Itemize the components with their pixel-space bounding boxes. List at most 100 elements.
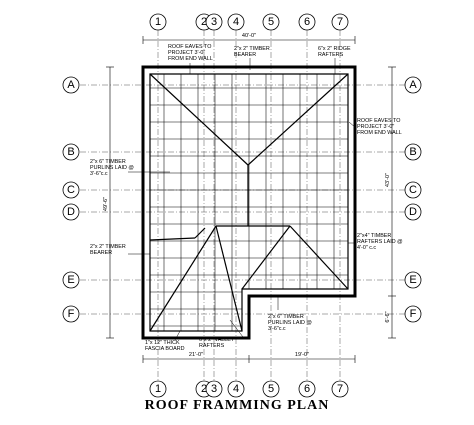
svg-text:FASCIA BOARD: FASCIA BOARD (145, 346, 185, 352)
note-rafters-right: 2"x4" TIMBER RAFTERS LAID @ 4'-0" c.c (357, 233, 403, 251)
svg-text:2: 2 (201, 16, 207, 28)
svg-text:C: C (67, 184, 75, 196)
note-eaves-top: ROOF EAVES TO PROJECT 3'-0" FROM END WAL… (168, 44, 213, 62)
svg-text:E: E (409, 274, 416, 286)
svg-text:3: 3 (211, 383, 217, 395)
svg-text:B: B (67, 146, 74, 158)
grid-bubble-a-right: A (404, 76, 422, 94)
svg-text:6"x 2" VALLEY: 6"x 2" VALLEY (199, 337, 235, 343)
svg-text:6: 6 (304, 16, 310, 28)
dim-bottom-left: 21'-0" (189, 352, 203, 358)
column-grid-bottom: 1 2 3 4 5 6 7 (149, 380, 349, 398)
grid-bubble-b-right: B (404, 143, 422, 161)
svg-text:2"x4" TIMBER: 2"x4" TIMBER (357, 233, 391, 239)
svg-text:A: A (67, 79, 75, 91)
note-purlins-left: 2"x 6" TIMBER PURLINS LAID @ 3'-6"c.c (90, 159, 134, 177)
svg-text:2"x 2" TIMBER: 2"x 2" TIMBER (234, 46, 270, 52)
dim-bottom-right: 19'-0" (295, 352, 309, 358)
svg-text:D: D (409, 206, 417, 218)
framing-members (150, 74, 348, 331)
svg-text:D: D (67, 206, 75, 218)
grid-bubble-3-top: 3 (205, 13, 223, 31)
note-fascia: 1"x 12" THICK FASCIA BOARD (145, 340, 185, 352)
svg-text:RAFTERS: RAFTERS (199, 343, 225, 349)
row-grid-left: A B C D E F (62, 76, 80, 323)
svg-text:RAFTERS LAID @: RAFTERS LAID @ (357, 239, 403, 245)
grid-bubble-c-left: C (62, 181, 80, 199)
grid-bubble-4-top: 4 (227, 13, 245, 31)
svg-text:ROOF EAVES TO: ROOF EAVES TO (168, 44, 211, 50)
grid-bubble-a-left: A (62, 76, 80, 94)
svg-text:5: 5 (268, 383, 274, 395)
svg-text:1: 1 (155, 16, 161, 28)
svg-text:RAFTERS: RAFTERS (318, 52, 344, 58)
note-purlins-bottom: 2"x 6" TIMBER PURLINS LAID @ 3'-6"c.c (268, 314, 312, 332)
svg-text:5: 5 (268, 16, 274, 28)
grid-bubble-f-left: F (62, 305, 80, 323)
svg-text:A: A (409, 79, 417, 91)
grid-bubble-1-top: 1 (149, 13, 167, 31)
svg-text:1"x 12" THICK: 1"x 12" THICK (145, 340, 180, 346)
svg-text:7: 7 (337, 16, 343, 28)
note-ridge: 6"x 2" RIDGE RAFTERS (318, 46, 351, 58)
svg-text:PROJECT 3'-0": PROJECT 3'-0" (168, 50, 205, 56)
row-grid-right: A B C D E F (404, 76, 422, 323)
svg-text:PURLINS LAID @: PURLINS LAID @ (268, 320, 312, 326)
svg-text:2: 2 (201, 383, 207, 395)
svg-text:1: 1 (155, 383, 161, 395)
svg-text:2"x 2" TIMBER: 2"x 2" TIMBER (90, 244, 126, 250)
note-leaders (128, 58, 357, 341)
grid-bubble-e-right: E (404, 271, 422, 289)
grid-bubble-6-bottom: 6 (298, 380, 316, 398)
grid-bubble-7-bottom: 7 (331, 380, 349, 398)
note-bearer-top: 2"x 2" TIMBER BEARER (234, 46, 270, 58)
dimension-labels: 40'-0" 21'-0" 19'-0" 49'-6" 43'-0" 6'-6" (103, 33, 391, 358)
column-grid-top: 1 2 3 4 5 6 7 (149, 13, 349, 31)
note-bearer-left: 2"x 2" TIMBER BEARER (90, 244, 126, 256)
dimension-lines (106, 36, 396, 363)
drawing-title: ROOF FRAMMING PLAN (144, 398, 330, 413)
dim-right-upper: 43'-0" (385, 173, 391, 187)
svg-text:4: 4 (233, 16, 239, 28)
svg-text:2"x 6" TIMBER: 2"x 6" TIMBER (90, 159, 126, 165)
grid-axis-lines (80, 30, 410, 380)
dim-left-overall: 49'-6" (103, 197, 109, 211)
svg-text:3'-6"c.c: 3'-6"c.c (90, 171, 108, 177)
svg-text:4: 4 (233, 383, 239, 395)
svg-text:C: C (409, 184, 417, 196)
grid-bubble-4-bottom: 4 (227, 380, 245, 398)
svg-text:4'-0" c.c: 4'-0" c.c (357, 245, 376, 251)
svg-text:6: 6 (304, 383, 310, 395)
grid-bubble-3-bottom: 3 (205, 380, 223, 398)
grid-bubble-f-right: F (404, 305, 422, 323)
dim-right-lower: 6'-6" (385, 311, 391, 322)
grid-bubble-5-top: 5 (262, 13, 280, 31)
svg-text:E: E (67, 274, 74, 286)
svg-text:BEARER: BEARER (90, 250, 112, 256)
grid-bubble-7-top: 7 (331, 13, 349, 31)
grid-bubble-e-left: E (62, 271, 80, 289)
svg-text:PROJECT 3'-0": PROJECT 3'-0" (357, 124, 394, 130)
svg-text:B: B (409, 146, 416, 158)
note-eaves-right: ROOF EAVES TO PROJECT 3'-0" FROM END WAL… (357, 118, 402, 136)
grid-bubble-d-right: D (404, 203, 422, 221)
hips-ridges-valleys (149, 73, 349, 332)
svg-text:F: F (68, 308, 75, 320)
grid-bubble-c-right: C (404, 181, 422, 199)
svg-text:BEARER: BEARER (234, 52, 256, 58)
svg-text:FROM END WALL: FROM END WALL (357, 130, 402, 136)
svg-text:3: 3 (211, 16, 217, 28)
grid-bubble-5-bottom: 5 (262, 380, 280, 398)
svg-text:F: F (410, 308, 417, 320)
svg-text:PURLINS LAID @: PURLINS LAID @ (90, 165, 134, 171)
grid-bubble-d-left: D (62, 203, 80, 221)
svg-text:3'-6"c.c: 3'-6"c.c (268, 326, 286, 332)
dim-top-overall: 40'-0" (242, 33, 256, 39)
note-valley: 6"x 2" VALLEY RAFTERS (199, 337, 235, 349)
svg-text:FROM END WALL: FROM END WALL (168, 56, 213, 62)
grid-bubble-b-left: B (62, 143, 80, 161)
svg-text:ROOF EAVES TO: ROOF EAVES TO (357, 118, 400, 124)
svg-text:6"x 2" RIDGE: 6"x 2" RIDGE (318, 46, 351, 52)
grid-bubble-6-top: 6 (298, 13, 316, 31)
